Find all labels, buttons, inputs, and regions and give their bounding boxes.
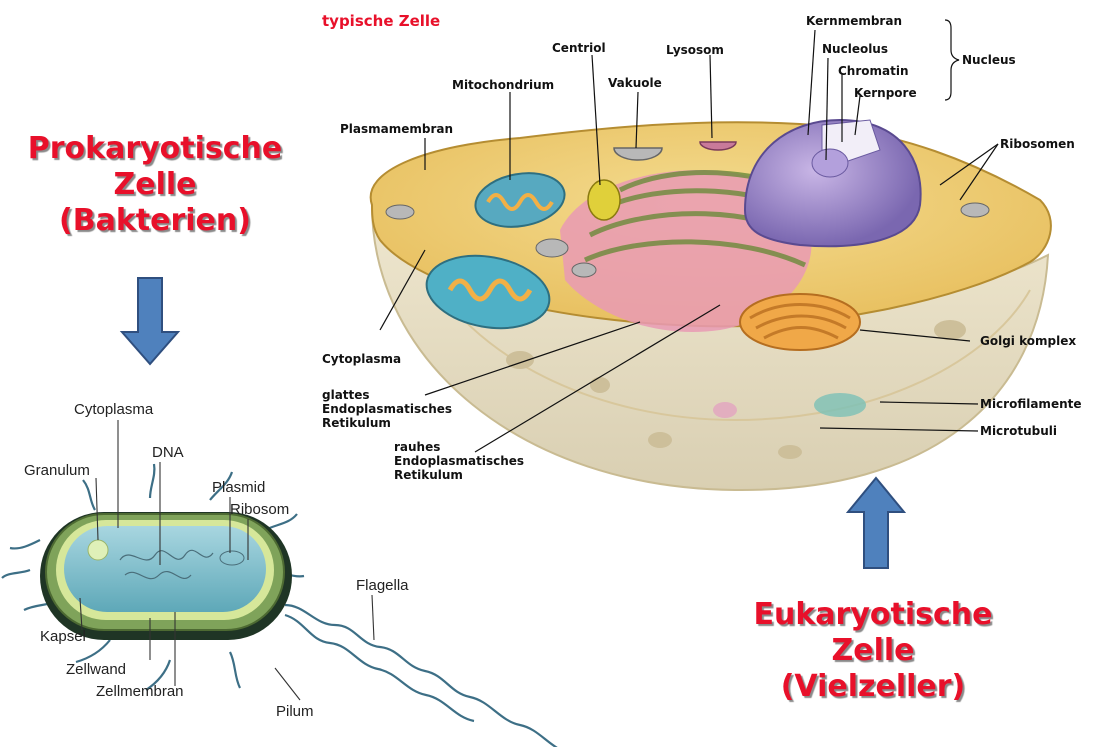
heading-prokaryote-line-3: (Bakterien) bbox=[0, 203, 310, 239]
label-nucleolus: Nucleolus bbox=[822, 42, 888, 56]
label-glattes-er: glattes Endoplasmatisches Retikulum bbox=[322, 388, 452, 430]
label-vakuole: Vakuole bbox=[608, 76, 662, 90]
label-rauhes-er-line-2: Endoplasmatisches bbox=[394, 454, 524, 468]
heading-eukaryote-line-3: (Vielzeller) bbox=[718, 669, 1028, 705]
heading-eukaryote-line-1: Eukaryotische bbox=[718, 597, 1028, 633]
label-cytoplasma-euk: Cytoplasma bbox=[322, 352, 401, 366]
label-rauhes-er: rauhes Endoplasmatisches Retikulum bbox=[394, 440, 524, 482]
arrow-down-icon bbox=[118, 276, 182, 368]
heading-prokaryote-line-2: Zelle bbox=[0, 167, 310, 203]
label-glattes-er-line-1: glattes bbox=[322, 388, 452, 402]
label-rauhes-er-line-3: Retikulum bbox=[394, 468, 524, 482]
label-rauhes-er-line-1: rauhes bbox=[394, 440, 524, 454]
label-dna: DNA bbox=[152, 444, 184, 461]
label-microtubuli: Microtubuli bbox=[980, 424, 1057, 438]
heading-prokaryote: Prokaryotische Zelle (Bakterien) bbox=[0, 131, 310, 239]
label-zellwand: Zellwand bbox=[66, 661, 126, 678]
label-mitochondrium: Mitochondrium bbox=[452, 78, 554, 92]
arrow-up-icon bbox=[844, 476, 908, 572]
label-glattes-er-line-3: Retikulum bbox=[322, 416, 452, 430]
heading-prokaryote-line-1: Prokaryotische bbox=[0, 131, 310, 167]
eukaryote-diagram-title: typische Zelle bbox=[322, 12, 440, 30]
label-ribosomen: Ribosomen bbox=[1000, 137, 1075, 151]
label-nucleus: Nucleus bbox=[962, 53, 1016, 67]
label-granulum: Granulum bbox=[24, 462, 90, 479]
heading-eukaryote: Eukaryotische Zelle (Vielzeller) bbox=[718, 597, 1028, 705]
label-chromatin: Chromatin bbox=[838, 64, 909, 78]
label-kernpore: Kernpore bbox=[854, 86, 917, 100]
heading-eukaryote-line-2: Zelle bbox=[718, 633, 1028, 669]
label-lysosom: Lysosom bbox=[666, 43, 724, 57]
label-plasmid: Plasmid bbox=[212, 479, 265, 496]
label-pilum: Pilum bbox=[276, 703, 314, 720]
label-glattes-er-line-2: Endoplasmatisches bbox=[322, 402, 452, 416]
label-microfilamente: Microfilamente bbox=[980, 397, 1082, 411]
label-plasmamembran: Plasmamembran bbox=[340, 122, 453, 136]
label-ribosom: Ribosom bbox=[230, 501, 289, 518]
label-flagella: Flagella bbox=[356, 577, 409, 594]
label-zellmembran: Zellmembran bbox=[96, 683, 184, 700]
label-centriol: Centriol bbox=[552, 41, 606, 55]
label-cytoplasma-prok: Cytoplasma bbox=[74, 401, 153, 418]
label-kapsel: Kapsel bbox=[40, 628, 86, 645]
label-golgi-komplex: Golgi komplex bbox=[980, 334, 1076, 348]
label-kernmembran: Kernmembran bbox=[806, 14, 902, 28]
